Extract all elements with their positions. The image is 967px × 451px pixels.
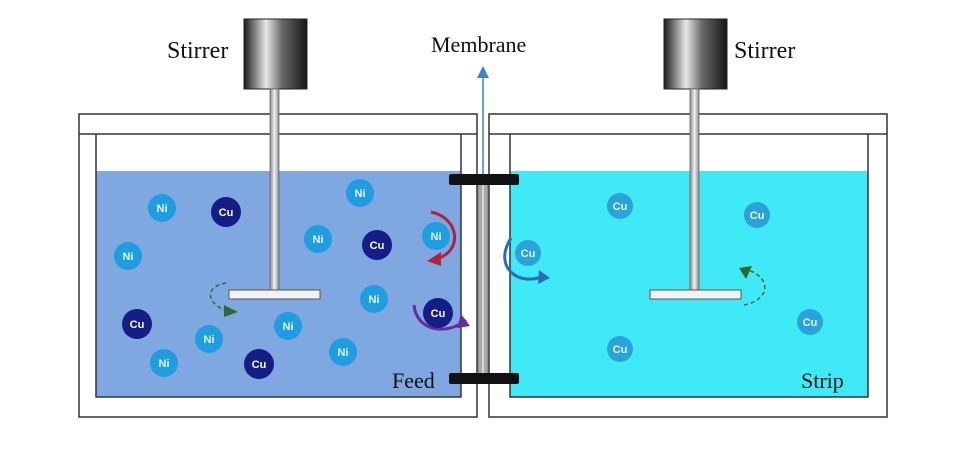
rotation-arrow-left-icon bbox=[209, 282, 238, 317]
transport-arrow-purple-icon bbox=[412, 304, 470, 331]
cu-ion: Cu bbox=[797, 309, 823, 335]
cu-ion-circle bbox=[244, 349, 274, 379]
cu-ion: Cu bbox=[211, 197, 241, 227]
ni-ion-label: Ni bbox=[204, 334, 215, 346]
stirrer-right bbox=[649, 18, 742, 300]
ni-ion-circle bbox=[346, 179, 374, 207]
ni-ion-circle bbox=[195, 325, 223, 353]
cu-ion-label: Cu bbox=[803, 317, 818, 329]
cu-ion-label: Cu bbox=[431, 308, 446, 320]
cu-ion-label: Cu bbox=[613, 344, 628, 356]
cu-ion: Cu bbox=[362, 230, 392, 260]
cu-ion-circle bbox=[423, 298, 453, 328]
ni-ion: Ni bbox=[114, 242, 142, 270]
membrane-clamp-top bbox=[449, 174, 519, 185]
strip-solution bbox=[510, 171, 868, 397]
ni-ion: Ni bbox=[329, 338, 357, 366]
ni-ion-label: Ni bbox=[157, 203, 168, 215]
ni-ion: Ni bbox=[360, 285, 388, 313]
stirrer-left-label: Stirrer bbox=[167, 38, 228, 64]
ni-ion: Ni bbox=[148, 194, 176, 222]
cu-ion-label: Cu bbox=[521, 248, 536, 260]
ni-ion: Ni bbox=[304, 225, 332, 253]
cu-ion: Cu bbox=[744, 202, 770, 228]
cu-ion-label: Cu bbox=[130, 319, 145, 331]
ni-ion-label: Ni bbox=[123, 251, 134, 263]
cu-ion-label: Cu bbox=[219, 207, 234, 219]
ni-ion-label: Ni bbox=[355, 188, 366, 200]
feed-label: Feed bbox=[392, 368, 435, 393]
rotation-arrow-right-icon bbox=[739, 266, 766, 306]
cu-ion: Cu bbox=[607, 193, 633, 219]
ni-ion-circle bbox=[114, 242, 142, 270]
ni-ion-circle bbox=[148, 194, 176, 222]
ni-ion-circle bbox=[329, 338, 357, 366]
stirrer-left bbox=[228, 18, 321, 300]
ni-ion: Ni bbox=[150, 349, 178, 377]
ni-ion: Ni bbox=[195, 325, 223, 353]
cu-ion: Cu bbox=[607, 336, 633, 362]
ni-ion-circle bbox=[274, 312, 302, 340]
ni-ion-label: Ni bbox=[431, 231, 442, 243]
cu-ion-label: Cu bbox=[750, 210, 765, 222]
ni-ion-circle bbox=[422, 222, 450, 250]
cu-ion-circle bbox=[797, 309, 823, 335]
transport-arrow-red-icon bbox=[427, 210, 456, 266]
cu-ion-circle bbox=[211, 197, 241, 227]
membrane-label: Membrane bbox=[431, 32, 526, 57]
ni-ion-circle bbox=[150, 349, 178, 377]
ni-ion-label: Ni bbox=[159, 358, 170, 370]
transport-arrow-blue-icon bbox=[503, 237, 550, 284]
ni-ion-label: Ni bbox=[369, 294, 380, 306]
cu-ion: Cu bbox=[244, 349, 274, 379]
stirrer-right-label: Stirrer bbox=[734, 38, 795, 64]
membrane-clamp-bottom bbox=[449, 373, 519, 384]
membrane bbox=[477, 66, 489, 380]
ni-ion-circle bbox=[304, 225, 332, 253]
ni-ion: Ni bbox=[346, 179, 374, 207]
strip-tank bbox=[488, 113, 888, 418]
cu-ion: Cu bbox=[515, 240, 541, 266]
cu-ion-circle bbox=[362, 230, 392, 260]
ni-ion: Ni bbox=[422, 222, 450, 250]
cu-ion-label: Cu bbox=[613, 201, 628, 213]
cu-ion-circle bbox=[515, 240, 541, 266]
ni-ion: Ni bbox=[274, 312, 302, 340]
cu-ion: Cu bbox=[122, 309, 152, 339]
cu-ion-circle bbox=[122, 309, 152, 339]
cu-ion-circle bbox=[607, 193, 633, 219]
cu-ion-circle bbox=[744, 202, 770, 228]
cu-ion: Cu bbox=[423, 298, 453, 328]
cu-ion-label: Cu bbox=[252, 359, 267, 371]
ni-ion-label: Ni bbox=[313, 234, 324, 246]
ni-ion-circle bbox=[360, 285, 388, 313]
cu-ion-label: Cu bbox=[370, 240, 385, 252]
strip-label: Strip bbox=[801, 368, 844, 393]
cu-ion-circle bbox=[607, 336, 633, 362]
ni-ion-label: Ni bbox=[283, 321, 294, 333]
ni-ion-label: Ni bbox=[338, 347, 349, 359]
